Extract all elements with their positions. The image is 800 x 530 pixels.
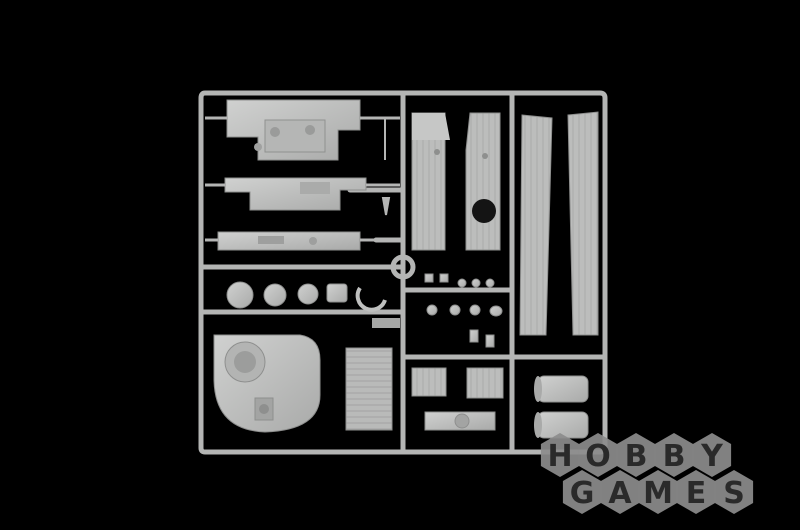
logo-letter: H <box>547 439 572 474</box>
cylinder-parts <box>534 375 589 439</box>
logo-hexagon <box>600 470 640 514</box>
logo-letter: B <box>625 439 648 474</box>
logo-hexagon <box>714 470 754 514</box>
lower-middle-parts <box>411 367 504 431</box>
logo-letter: Y <box>700 439 724 474</box>
hull-side-plates <box>411 112 501 251</box>
logo-hexagon <box>676 470 716 514</box>
hull-top-plate <box>205 99 400 161</box>
sprue-ring <box>390 254 416 280</box>
logo-letter: G <box>570 476 595 511</box>
logo-hexagon <box>638 470 678 514</box>
round-hatches <box>226 281 400 328</box>
logo-hexagon <box>540 433 580 477</box>
long-fenders <box>519 111 599 336</box>
small-rod-parts <box>381 118 391 216</box>
logo-letter: O <box>585 439 611 474</box>
logo-hexagon <box>654 433 694 477</box>
small-parts-cluster <box>424 273 503 348</box>
side-panel <box>205 177 400 211</box>
logo-hexagon <box>578 433 618 477</box>
logo-letter: S <box>723 476 745 511</box>
rear-plate <box>205 231 400 251</box>
logo-letter: E <box>686 476 707 511</box>
turret-floor <box>213 334 321 433</box>
logo-letter: A <box>608 476 632 511</box>
logo-hexagon <box>562 470 602 514</box>
zimmerit-block <box>345 347 393 431</box>
logo-hexagon <box>616 433 656 477</box>
logo-letter: B <box>663 439 686 474</box>
logo-letter: M <box>643 476 673 511</box>
logo-hexagon <box>692 433 732 477</box>
